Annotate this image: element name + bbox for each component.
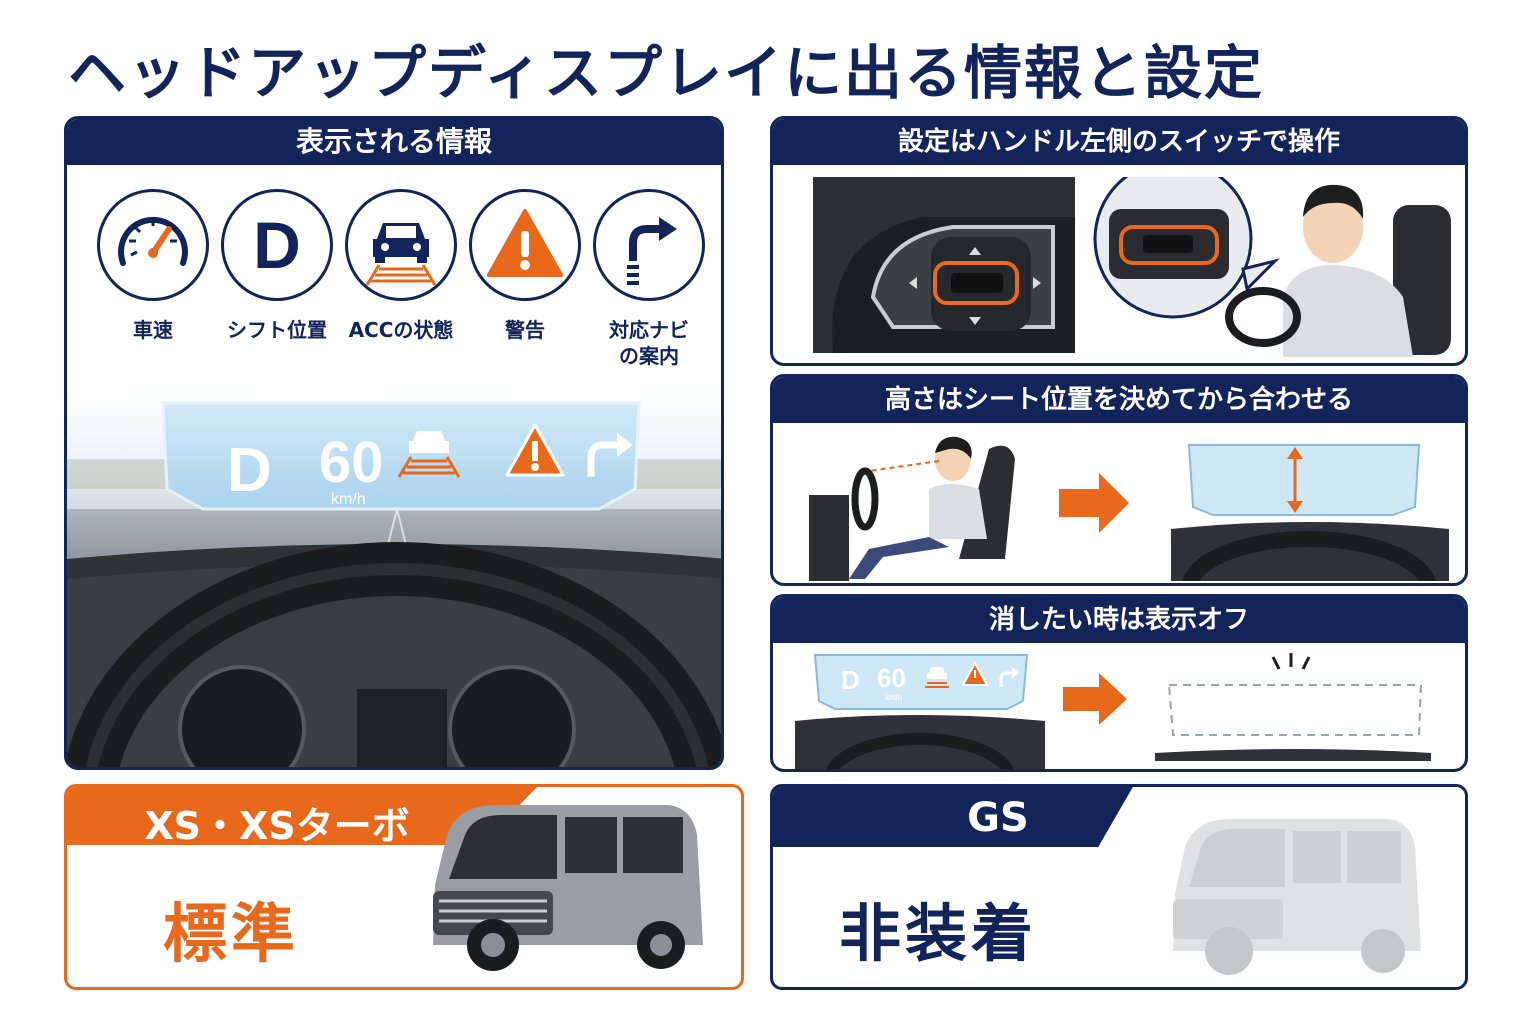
- warning-icon: [469, 189, 581, 301]
- xs-panel: XS・XSターボ 標準: [64, 784, 744, 990]
- acc-car-icon: [345, 189, 457, 301]
- info-label-acc: ACCの状態: [348, 318, 454, 342]
- gs-equipment-value: 非装着: [839, 897, 1038, 970]
- switch-panel-header: 設定はハンドル左側のスイッチで操作: [773, 119, 1465, 165]
- info-label-warning: 警告: [505, 318, 545, 342]
- off-illustration: [795, 653, 1431, 769]
- info-item-speed: 車速: [93, 189, 213, 343]
- cockpit-scene: D 60 km/h: [67, 389, 721, 767]
- info-item-navi: 対応ナビ の案内: [589, 189, 709, 369]
- switch-illustration: [813, 177, 1451, 357]
- info-label-navi: 対応ナビ の案内: [609, 318, 689, 368]
- off-panel: 消したい時は表示オフ D 60 km/h: [770, 594, 1468, 772]
- height-panel: 高さはシート位置を決めてから合わせる: [770, 374, 1468, 586]
- info-item-acc: ACCの状態: [341, 189, 461, 343]
- off-hud-unit: km/h: [885, 693, 903, 702]
- info-panel-header: 表示される情報: [67, 119, 721, 165]
- shift-d-glyph: D: [253, 208, 301, 282]
- info-icon-row: 車速 D シフト位置 ACCの状態: [87, 189, 707, 409]
- hud-speed-value: 60: [319, 430, 384, 495]
- hud-speed-unit: km/h: [331, 491, 366, 508]
- height-illustration: [809, 436, 1449, 581]
- page-title: ヘッドアップディスプレイに出る情報と設定: [68, 39, 1264, 107]
- info-panel: 表示される情報 車速 D シフト位置: [64, 116, 724, 770]
- gs-panel: GS 非装着: [770, 784, 1468, 990]
- info-item-warning: 警告: [465, 189, 585, 343]
- info-label-speed: 車速: [133, 318, 173, 342]
- off-hud-speed: 60: [877, 663, 906, 693]
- xs-equipment-value: 標準: [163, 898, 299, 972]
- xs-car-illustration: [433, 805, 703, 971]
- off-panel-header: 消したい時は表示オフ: [773, 597, 1465, 643]
- gs-panel-header-bg: GS: [773, 787, 1133, 847]
- info-item-shift: D シフト位置: [217, 189, 337, 343]
- shift-d-icon: D: [221, 189, 333, 301]
- switch-panel: 設定はハンドル左側のスイッチで操作: [770, 116, 1468, 366]
- hud-shift-value: D: [227, 436, 272, 505]
- xs-panel-header: XS・XSターボ: [144, 804, 410, 848]
- gs-panel-header: GS: [967, 795, 1029, 841]
- height-panel-header: 高さはシート位置を決めてから合わせる: [773, 377, 1465, 423]
- turn-arrow-icon: [593, 189, 705, 301]
- gs-car-illustration: [1173, 819, 1421, 975]
- info-label-shift: シフト位置: [227, 318, 327, 342]
- speedometer-icon: [97, 189, 209, 301]
- off-hud-shift: D: [841, 665, 860, 695]
